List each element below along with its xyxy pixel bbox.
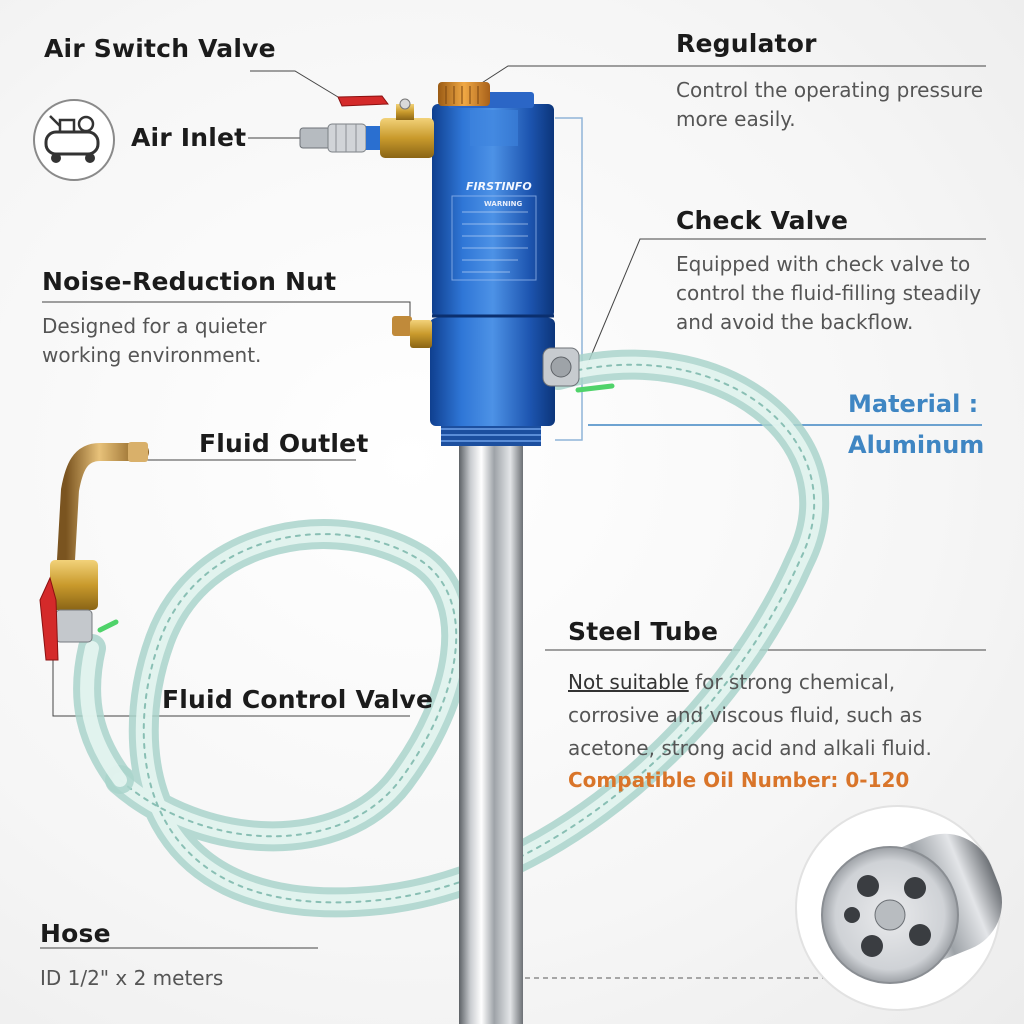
hose-title: Hose — [40, 919, 111, 948]
steel-tube-desc-line-1: Not suitable for strong chemical, — [568, 668, 895, 697]
pump-warning-title: WARNING — [484, 200, 523, 208]
fluid-control-valve-label: Fluid Control Valve — [162, 685, 434, 714]
steel-tube-title: Steel Tube — [568, 617, 719, 646]
noise-nut-desc-line-2: working environment. — [42, 343, 262, 367]
steel-tube-desc-line-3: acetone, strong acid and alkali fluid. — [568, 736, 932, 760]
air-compressor-icon — [33, 99, 115, 181]
air-switch-valve-label: Air Switch Valve — [44, 34, 276, 63]
check-valve-title: Check Valve — [676, 206, 849, 235]
compatible-oil-number: Compatible Oil Number: 0-120 — [568, 768, 910, 792]
steel-tube-desc-line-1-rest: for strong chemical, — [688, 670, 896, 694]
fluid-outlet-label: Fluid Outlet — [199, 429, 369, 458]
regulator-title: Regulator — [676, 29, 817, 58]
pump-brand-logo: FIRSTINFO — [466, 180, 532, 193]
air-inlet-label: Air Inlet — [131, 123, 247, 152]
material-value: Aluminum — [848, 431, 985, 459]
steel-tube-desc-line-2: corrosive and viscous fluid, such as — [568, 703, 923, 727]
material-label: Material : — [848, 390, 979, 418]
noise-reduction-nut-title: Noise-Reduction Nut — [42, 267, 337, 296]
not-suitable-text: Not suitable — [568, 670, 689, 694]
regulator-desc-line-1: Control the operating pressure — [676, 78, 984, 102]
hose-desc: ID 1/2" x 2 meters — [40, 966, 224, 990]
inlet-filter-closeup — [795, 805, 1002, 1011]
noise-nut-desc-line-1: Designed for a quieter — [42, 314, 267, 338]
check-valve-desc-line-2: control the fluid-filling steadily — [676, 281, 982, 305]
regulator-desc-line-2: more easily. — [676, 107, 796, 131]
check-valve-desc-line-3: and avoid the backflow. — [676, 310, 914, 334]
check-valve-desc-line-1: Equipped with check valve to — [676, 252, 971, 276]
